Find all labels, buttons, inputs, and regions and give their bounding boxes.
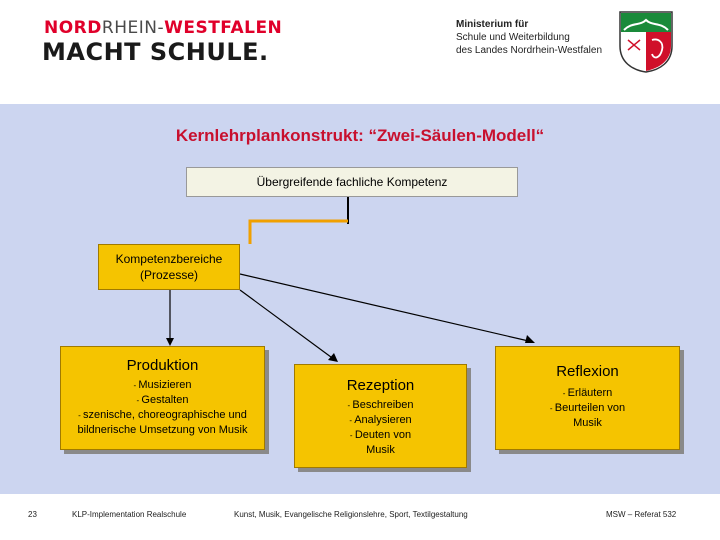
list-item: Beurteilen von Musik — [496, 401, 679, 430]
footer-center: Kunst, Musik, Evangelische Religionslehr… — [234, 510, 468, 519]
reflexion-box: Reflexion Erläutern Beurteilen von Musik — [495, 346, 680, 450]
overarching-competence-box: Übergreifende fachliche Kompetenz — [186, 167, 518, 197]
arrowhead-reflexion — [525, 335, 535, 343]
footer: 23 KLP-Implementation Realschule Kunst, … — [0, 494, 720, 540]
nrw-macht-schule-logo: NORDRHEIN-WESTFALEN MACHT SCHULE. — [40, 14, 282, 68]
arrowhead-rezeption — [328, 353, 338, 362]
slide-title: Kernlehrplankonstrukt: “Zwei-Säulen-Mode… — [175, 126, 545, 145]
list-item: Gestalten — [61, 393, 264, 408]
list-item: Erläutern — [496, 386, 679, 401]
produktion-list: Musizieren Gestalten szenische, choreogr… — [61, 378, 264, 437]
list-item: Analysieren — [295, 413, 466, 428]
header: NORDRHEIN-WESTFALEN MACHT SCHULE. Minist… — [0, 0, 720, 104]
list-item: Deuten von Musik — [295, 428, 466, 457]
rezeption-title: Rezeption — [346, 377, 415, 394]
ministry-name: Ministerium für Schule und Weiterbildung… — [456, 19, 603, 56]
connector-lines — [166, 197, 535, 362]
slide-content: Kernlehrplankonstrukt: “Zwei-Säulen-Mode… — [0, 104, 720, 494]
footer-left: KLP-Implementation Realschule — [72, 510, 187, 519]
reflexion-title: Reflexion — [556, 363, 619, 380]
logo-line1: NORDRHEIN-WESTFALEN — [44, 18, 283, 38]
logo-line2: MACHT SCHULE. — [42, 38, 269, 66]
reflexion-list: Erläutern Beurteilen von Musik — [496, 386, 679, 430]
list-item: szenische, choreographische und bildneri… — [61, 408, 264, 437]
connector-rezeption — [239, 289, 336, 361]
bracket-line — [248, 219, 348, 244]
produktion-box: Produktion Musizieren Gestalten szenisch… — [60, 346, 265, 450]
footer-right: MSW – Referat 532 — [606, 510, 677, 519]
connector-reflexion — [239, 273, 534, 343]
rezeption-list: Beschreiben Analysieren Deuten von Musik — [295, 398, 466, 457]
arrowhead-produktion — [166, 338, 174, 346]
rezeption-box: Rezeption Beschreiben Analysieren Deuten… — [294, 364, 467, 468]
produktion-title: Produktion — [126, 357, 199, 374]
page-number: 23 — [28, 510, 37, 519]
nrw-crest-icon — [619, 11, 673, 73]
competence-areas-box: Kompetenzbereiche (Prozesse) — [98, 244, 240, 290]
list-item: Musizieren — [61, 378, 264, 393]
list-item: Beschreiben — [295, 398, 466, 413]
